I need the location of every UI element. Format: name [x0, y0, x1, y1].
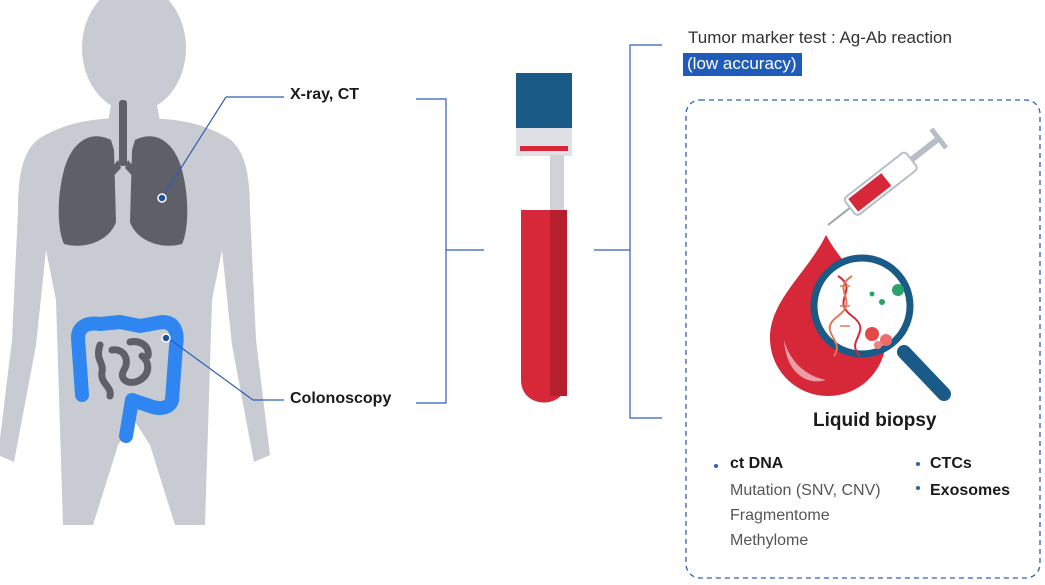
bullet-ctcs — [916, 462, 920, 466]
magnifier-icon — [810, 254, 951, 401]
liquid-biopsy-frame — [685, 99, 1041, 579]
blood-tube-icon — [516, 73, 572, 403]
bullet-exosomes — [916, 486, 920, 490]
ct-dna-label: ct DNA — [730, 455, 784, 472]
intestines-icon — [71, 315, 184, 443]
xray-ct-label: X-ray, CT — [290, 86, 360, 103]
bullet-ct-dna — [714, 464, 718, 468]
lungs-icon — [58, 100, 188, 246]
ct-dna-item-fragmentome: Fragmentome — [730, 507, 830, 524]
colonoscopy-label: Colonoscopy — [290, 390, 392, 407]
colon-marker-dot — [161, 333, 171, 343]
tube-connectors — [594, 44, 662, 419]
exosomes-label: Exosomes — [930, 482, 1011, 499]
drop-highlight — [784, 340, 826, 382]
low-accuracy-badge: (low accuracy) — [683, 53, 802, 76]
lung-marker-dot — [157, 193, 167, 203]
human-body-silhouette — [0, 0, 270, 525]
ctcs-label: CTCs — [930, 455, 972, 472]
syringe-icon — [827, 127, 949, 226]
liquid-biopsy-title: Liquid biopsy — [813, 410, 937, 431]
body-connectors — [161, 96, 484, 404]
tumor-marker-test-label: Tumor marker test : Ag-Ab reaction — [688, 28, 952, 47]
ct-dna-item-mutation: Mutation (SNV, CNV) — [730, 482, 881, 499]
ct-dna-item-methylome: Methylome — [730, 532, 809, 549]
